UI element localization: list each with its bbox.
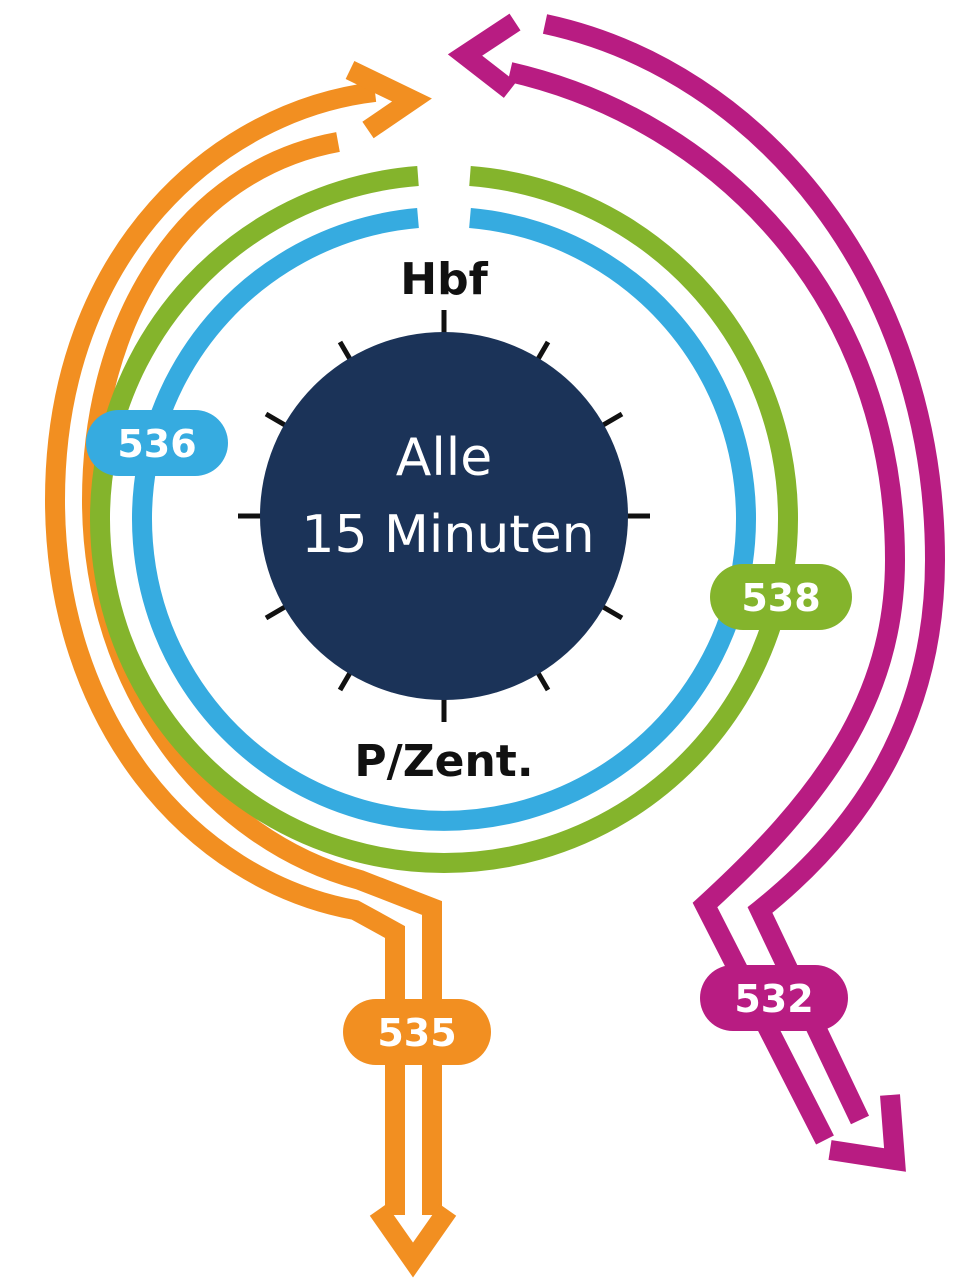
stop-label-hbf: Hbf — [400, 254, 488, 305]
center-text-line2: 15 Minuten — [301, 505, 594, 565]
route-532-outer-line — [542, 14, 946, 1125]
route-532-top-arrowhead — [447, 13, 521, 98]
badge-536-label: 536 — [117, 422, 196, 466]
badge-536-pill — [86, 410, 228, 476]
badge-535: 535 — [343, 999, 491, 1065]
route-538-ring — [90, 166, 798, 873]
stop-label-p-zent: P/Zent. — [354, 736, 533, 787]
route-538 — [90, 166, 798, 873]
badge-538-label: 538 — [741, 576, 820, 620]
badge-532: 532 — [700, 965, 848, 1031]
route-532-bottom-arrowhead — [828, 1094, 906, 1172]
route-535-top-arrowhead — [345, 60, 432, 139]
route-535-outer-line — [44, 82, 405, 1215]
badge-532-pill — [700, 965, 848, 1031]
route-536-ring — [132, 208, 756, 831]
badge-536: 536 — [86, 410, 228, 476]
center-circle — [260, 332, 628, 700]
badge-535-pill — [343, 999, 491, 1065]
route-532-inner-line — [507, 62, 906, 1145]
badge-538-pill — [710, 564, 852, 630]
badge-535-label: 535 — [377, 1011, 456, 1055]
badge-532-label: 532 — [734, 977, 813, 1021]
center-text-line1: Alle — [396, 428, 492, 488]
route-532 — [447, 13, 946, 1172]
badge-538: 538 — [710, 564, 852, 630]
route-536 — [132, 208, 756, 831]
route-535-bottom-arrowhead — [369, 1204, 457, 1278]
